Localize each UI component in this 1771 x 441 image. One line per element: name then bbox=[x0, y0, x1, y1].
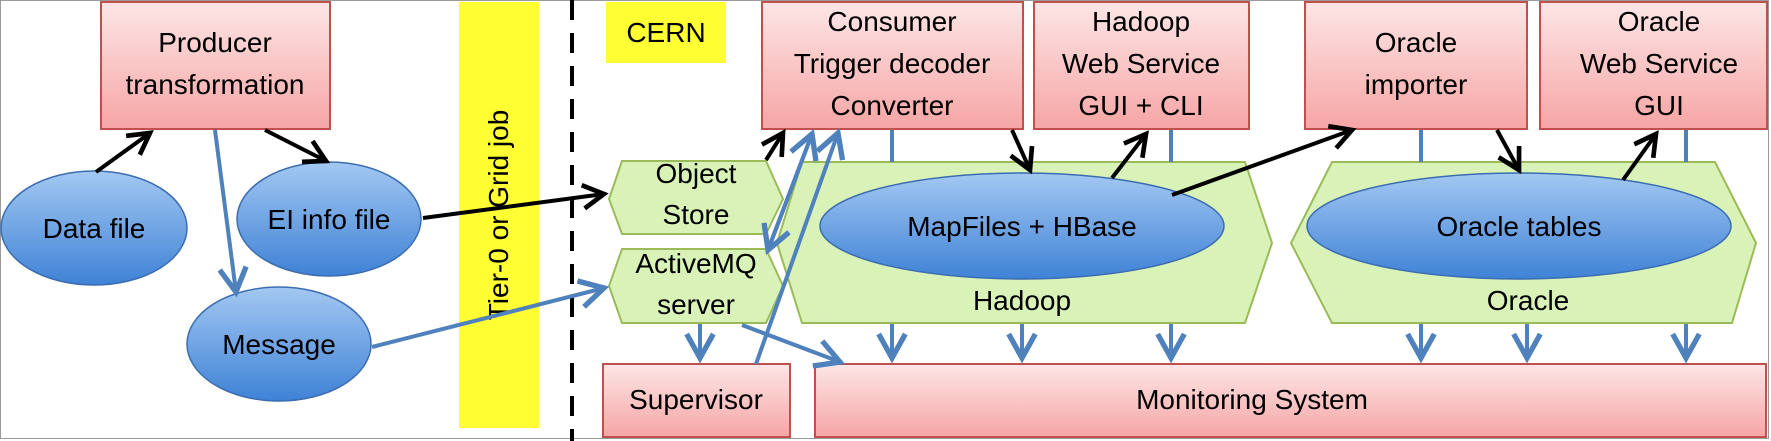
oracle-hexagon-label: Oracle bbox=[1487, 285, 1569, 316]
ei-info-file-label: EI info file bbox=[268, 204, 391, 235]
oracle-ws-label-3: GUI bbox=[1634, 90, 1684, 121]
mapfiles-hbase-label: MapFiles + HBase bbox=[907, 211, 1137, 242]
supervisor-label: Supervisor bbox=[629, 384, 763, 415]
consumer-label-3: Converter bbox=[831, 90, 954, 121]
producer-box[interactable] bbox=[100, 1, 331, 130]
oracle-importer-box[interactable] bbox=[1304, 1, 1528, 130]
arrow-activemq-to-consumer bbox=[766, 134, 812, 251]
consumer-label-1: Consumer bbox=[827, 6, 956, 37]
arrow-eiinfo-to-objectstore bbox=[422, 194, 604, 220]
monitoring-label: Monitoring System bbox=[1136, 384, 1368, 415]
oracle-ws-box[interactable] bbox=[1539, 1, 1768, 130]
arrow-activemq-to-monitoring bbox=[741, 323, 840, 362]
arrow-supervisor-to-consumer bbox=[754, 133, 838, 365]
tier0-band bbox=[459, 2, 539, 428]
arrow-oracleimporter-to-oracletables bbox=[1495, 129, 1519, 170]
activemq-label-2: server bbox=[657, 289, 735, 320]
hadoop-ws-box[interactable] bbox=[1033, 1, 1250, 130]
object-store-label-2: Store bbox=[663, 199, 730, 230]
blue-arrows bbox=[213, 129, 1686, 365]
arrow-message-to-activemq bbox=[371, 288, 604, 349]
arrow-producer-to-eiinfo bbox=[264, 128, 326, 161]
oracle-tables-label: Oracle tables bbox=[1437, 211, 1602, 242]
arrow-consumer-to-mapfiles bbox=[1012, 129, 1030, 170]
consumer-label-2: Trigger decoder bbox=[794, 48, 991, 79]
message-label: Message bbox=[222, 329, 336, 360]
hadoop-hexagon-label: Hadoop bbox=[973, 285, 1071, 316]
oracle-importer-label-2: importer bbox=[1365, 69, 1468, 100]
arrow-mapfiles-to-hadoopws bbox=[1110, 134, 1146, 180]
black-arrows bbox=[94, 128, 1656, 220]
hadoop-ws-label-1: Hadoop bbox=[1092, 6, 1190, 37]
cern-badge bbox=[606, 2, 726, 63]
arrow-objectstore-to-consumer bbox=[766, 133, 783, 162]
hadoop-ws-label-3: GUI + CLI bbox=[1078, 90, 1203, 121]
arrow-datafile-to-producer bbox=[94, 133, 150, 174]
arrow-oracletables-to-oraclews bbox=[1621, 134, 1656, 182]
tier0-label: Tier-0 or Grid job bbox=[483, 110, 514, 321]
producer-label-2: transformation bbox=[126, 69, 305, 100]
object-store-label-1: Object bbox=[656, 158, 737, 189]
oracle-importer-label-1: Oracle bbox=[1375, 27, 1457, 58]
monitoring-box[interactable] bbox=[814, 363, 1767, 438]
producer-label-1: Producer bbox=[158, 27, 272, 58]
cern-label: CERN bbox=[626, 17, 705, 48]
arrow-mapfiles-to-oracleimporter bbox=[1171, 130, 1352, 197]
supervisor-box[interactable] bbox=[602, 363, 791, 438]
message-ellipse[interactable] bbox=[186, 286, 372, 402]
oracle-ws-label-1: Oracle bbox=[1618, 6, 1700, 37]
data-file-label: Data file bbox=[43, 213, 146, 244]
activemq-label-1: ActiveMQ bbox=[635, 248, 756, 279]
oracle-ws-label-2: Web Service bbox=[1580, 48, 1738, 79]
data-file-ellipse[interactable] bbox=[0, 170, 188, 286]
consumer-box[interactable] bbox=[761, 1, 1024, 130]
arrow-producer-to-message bbox=[213, 129, 236, 292]
hadoop-ws-label-2: Web Service bbox=[1062, 48, 1220, 79]
